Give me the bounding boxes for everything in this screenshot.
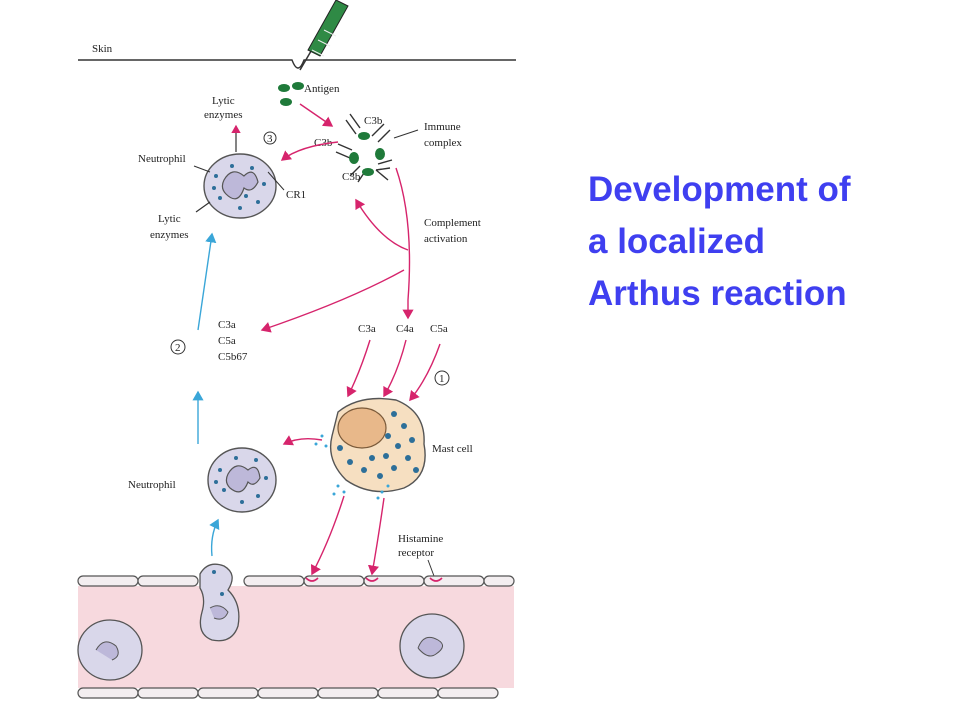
- syringe-icon: [299, 0, 349, 71]
- skin-label: Skin: [92, 43, 113, 55]
- step2-label: 2: [175, 342, 181, 354]
- complement-label-1: Complement: [424, 217, 481, 229]
- antigen-arrow: [299, 103, 334, 127]
- step1-label: 1: [439, 373, 445, 385]
- c3b-bottom-label: C3b: [342, 171, 361, 183]
- antigen-icon: Antigen: [278, 82, 340, 106]
- mast-cell-label: Mast cell: [432, 443, 473, 455]
- degranulation-dots: [314, 434, 390, 500]
- neutrophil-icon: [207, 447, 277, 513]
- neutrophil-bottom-label: Neutrophil: [128, 479, 176, 491]
- arthus-diagram: Skin Antigen C3b C3b C3b Immun: [77, 0, 516, 699]
- lytic-bottom-label-2: enzymes: [150, 229, 188, 241]
- neutrophil-top-label: Neutrophil: [138, 153, 186, 165]
- title-line-1: Development of: [588, 170, 851, 209]
- lytic-top-label-2: enzymes: [204, 109, 242, 121]
- title-line-3: Arthus reaction: [588, 274, 847, 313]
- lytic-bottom-label-1: Lytic: [158, 213, 181, 225]
- complex-to-neutrophil-arrow: [280, 141, 339, 161]
- c4a-label: C4a: [396, 323, 414, 335]
- cr1-label: CR1: [286, 189, 306, 201]
- complement-label-2: activation: [424, 233, 468, 245]
- step3-label: 3: [267, 133, 273, 145]
- c5a-right-label: C5a: [430, 323, 448, 335]
- c3a-left-label: C3a: [218, 319, 236, 331]
- histamine-label-1: Histamine: [398, 533, 443, 545]
- title-line-2: a localized: [588, 222, 766, 261]
- immune-complex: C3b C3b C3b Immune complex: [314, 113, 462, 183]
- immune-complex-label-1: Immune: [424, 121, 461, 133]
- c3b-top-label: C3b: [364, 115, 383, 127]
- lytic-top-label-1: Lytic: [212, 95, 235, 107]
- complement-path: [395, 167, 411, 301]
- c5a-left-label: C5a: [218, 335, 236, 347]
- c5b67-label: C5b67: [218, 351, 248, 363]
- c3a-right-label: C3a: [358, 323, 376, 335]
- neutrophil-icon: [399, 613, 465, 679]
- neutrophil-icon: [203, 153, 277, 219]
- extravasating-neutrophil-icon: [199, 563, 240, 642]
- c3b-left-label: C3b: [314, 137, 333, 149]
- to-neutrophil-chemotaxis-arrow: [260, 269, 405, 333]
- slide-title: Development of a localized Arthus reacti…: [588, 164, 948, 320]
- antigen-label: Antigen: [304, 83, 340, 95]
- mast-cell-icon: [329, 397, 426, 493]
- skin: Skin: [78, 43, 516, 69]
- histamine-receptor-icon: [305, 577, 443, 582]
- histamine-label-2: receptor: [398, 547, 434, 559]
- complement-loop-arrow: [355, 198, 409, 251]
- immune-complex-label-2: complex: [424, 137, 462, 149]
- neutrophil-icon: [77, 619, 143, 681]
